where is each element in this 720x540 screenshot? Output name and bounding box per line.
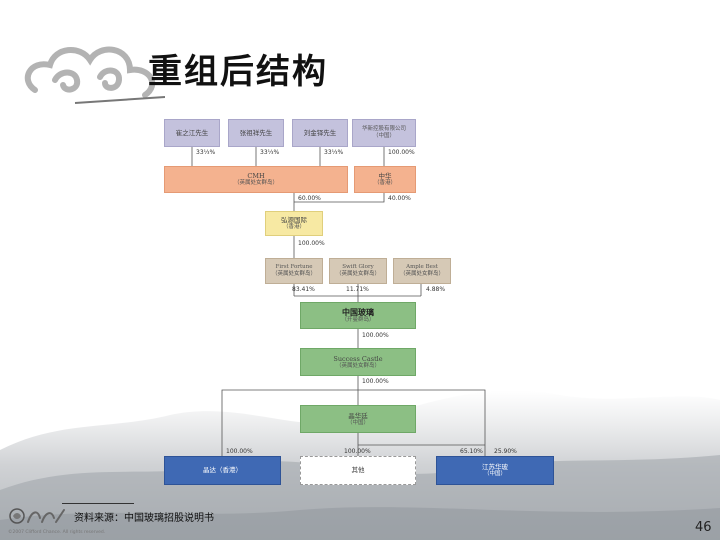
cloud-motif-icon — [24, 46, 165, 104]
pct-label: 100.00% — [298, 240, 325, 247]
pct-label: 100.00% — [362, 378, 389, 385]
hongyuan-box: 弘源国际 （香港） — [265, 211, 323, 236]
first-fortune-name: First Fortune — [275, 264, 313, 271]
shareholder-name: 刘金铎先生 — [303, 128, 337, 137]
holdco-jurisdiction: （中国） — [372, 133, 395, 139]
jiangsu-huabo-box: 江苏华玻 （中国） — [436, 456, 554, 485]
holdco-name: 华新控股有限公司 — [361, 126, 406, 133]
first-fortune-box: First Fortune （英属处女群岛） — [265, 258, 323, 284]
cmh-name: CMH — [247, 172, 265, 180]
shareholder-name: 崔之江先生 — [175, 128, 209, 137]
pct-label: 4.88% — [426, 286, 446, 293]
jinpinlian-jurisdiction: （中国） — [346, 419, 369, 426]
pct-label: 33⅓% — [324, 149, 344, 156]
cmh-box: CMH （英属处女群岛） — [164, 166, 348, 193]
jiangsu-huabo-name: 江苏华玻 — [482, 463, 508, 471]
pct-label: 33⅓% — [260, 149, 280, 156]
shareholder-zhang-box: 张祖祥先生 — [228, 119, 284, 147]
jinpinlian-box: 晶华廷 （中国） — [300, 405, 416, 433]
clifford-chance-logo-icon — [9, 508, 65, 524]
others-name: 其他 — [351, 466, 365, 475]
source-divider — [62, 503, 134, 504]
china-glass-box: 中国玻璃 （开曼群岛） — [300, 302, 416, 329]
slide-title: 重组后结构 — [148, 52, 328, 92]
china-glass-name: 中国玻璃 — [342, 307, 374, 318]
ample-best-jurisdiction: （英属处女群岛） — [399, 271, 444, 277]
shareholder-name: 张祖祥先生 — [239, 128, 273, 137]
pct-label: 60.00% — [298, 195, 321, 202]
ample-best-name: Ample Best — [406, 264, 438, 271]
pct-label: 25.90% — [494, 448, 517, 455]
zhongxin-name: 中华 — [378, 172, 392, 180]
cmh-jurisdiction: （英属处女群岛） — [233, 180, 278, 187]
shareholder-cui-box: 崔之江先生 — [164, 119, 220, 147]
hongyuan-name: 弘源国际 — [281, 216, 307, 224]
pct-label: 40.00% — [388, 195, 411, 202]
source-note: 资料来源：中国玻璃招股说明书 — [74, 513, 214, 524]
swift-glory-name: Swift Glory — [342, 264, 374, 271]
first-fortune-jurisdiction: （英属处女群岛） — [271, 271, 316, 277]
pct-label: 65.10% — [460, 448, 483, 455]
pct-label: 33⅓% — [196, 149, 216, 156]
pct-label: 83.41% — [292, 286, 315, 293]
china-glass-jurisdiction: （开曼群岛） — [341, 317, 375, 324]
success-castle-name: Success Castle — [333, 354, 383, 363]
jiangsu-huabo-jurisdiction: （中国） — [483, 471, 506, 478]
jinpinlian-name: 晶华廷 — [348, 411, 368, 420]
swift-glory-jurisdiction: （英属处女群岛） — [335, 271, 380, 277]
page-number: 46 — [695, 520, 712, 535]
copyright-text: ©2007 Clifford Chance. All rights reserv… — [8, 530, 106, 535]
success-castle-box: Success Castle （英属处女群岛） — [300, 348, 416, 376]
shareholder-liu-box: 刘金铎先生 — [292, 119, 348, 147]
zhongxin-jurisdiction: （香港） — [373, 180, 396, 187]
swift-glory-box: Swift Glory （英属处女群岛） — [329, 258, 387, 284]
success-castle-jurisdiction: （英属处女群岛） — [335, 362, 380, 369]
jingda-hk-name: 晶达（香港） — [203, 466, 242, 475]
pct-label: 11.71% — [346, 286, 369, 293]
hongyuan-jurisdiction: （香港） — [282, 224, 305, 231]
zhongxin-box: 中华 （香港） — [354, 166, 416, 193]
others-box: 其他 — [300, 456, 416, 485]
jingda-hk-box: 晶达（香港） — [164, 456, 281, 485]
pct-label: 100.00% — [226, 448, 253, 455]
holdco-box: 华新控股有限公司 （中国） — [352, 119, 416, 147]
ample-best-box: Ample Best （英属处女群岛） — [393, 258, 451, 284]
pct-label: 100.00% — [388, 149, 415, 156]
pct-label: 100.00% — [344, 448, 371, 455]
pct-label: 100.00% — [362, 332, 389, 339]
